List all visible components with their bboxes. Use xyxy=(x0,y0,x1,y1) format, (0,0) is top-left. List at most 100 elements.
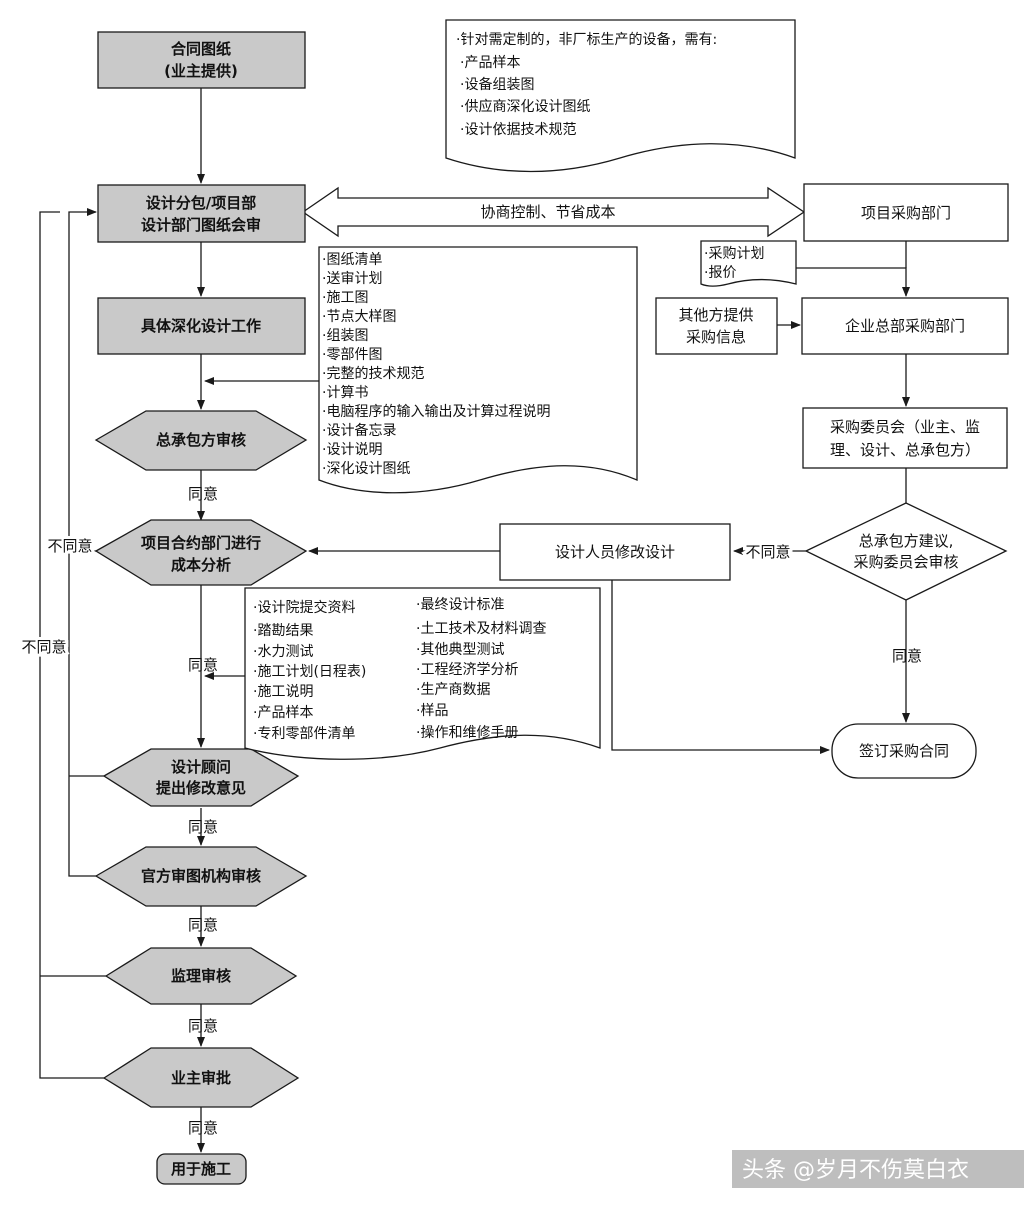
consultant-line2: 提出修改意见 xyxy=(156,779,246,797)
drawing-list-line-4: ·组装图 xyxy=(322,328,368,344)
custom-equipment-line-4: ·设计依据技术规范 xyxy=(460,121,576,138)
custom-equipment-line-3: ·供应商深化设计图纸 xyxy=(460,98,590,115)
note-drawing-list: ·图纸清单 ·送审计划 ·施工图 ·节点大样图 ·组装图 ·零部件图 ·完整的技… xyxy=(318,246,638,494)
project-procurement-label: 项目采购部门 xyxy=(861,204,951,222)
flow-labels: 同意 同意 同意 同意 同意 同意 同意 不同意 不同意 不同意 xyxy=(18,485,922,1137)
diamond-supervision: 监理审核 xyxy=(104,947,298,1005)
agree-label-2: 同意 xyxy=(188,656,218,674)
terminal-for-construction: 用于施工 xyxy=(156,1153,247,1185)
submittals-left-4: ·施工说明 xyxy=(253,684,313,700)
contract-drawings-line2: (业主提供) xyxy=(164,62,238,80)
official-review-label: 官方审图机构审核 xyxy=(141,867,261,885)
gc-review-label: 总承包方审核 xyxy=(156,431,246,449)
note-submittals: ·设计院提交资料 ·踏勘结果 ·水力测试 ·施工计划(日程表) ·施工说明 ·产… xyxy=(244,587,601,760)
agree-label-7: 同意 xyxy=(892,647,922,665)
supervision-label: 监理审核 xyxy=(171,967,231,985)
box-design-subcontract: 设计分包/项目部 设计部门图纸会审 xyxy=(97,184,306,243)
drawing-list-line-11: ·深化设计图纸 xyxy=(322,461,410,477)
loop-outer-to-subcontract xyxy=(39,211,104,1079)
watermark: 头条 @岁月不伤莫白衣 xyxy=(732,1150,1024,1188)
submittals-right-2: ·其他典型测试 xyxy=(416,642,504,658)
hq-procurement-label: 企业总部采购部门 xyxy=(845,317,965,335)
negotiation-label: 协商控制、节省成本 xyxy=(480,203,615,221)
disagree-label-3: 不同意 xyxy=(745,543,790,561)
negotiation-arrow: 协商控制、节省成本 xyxy=(301,186,806,238)
box-other-parties: 其他方提供 采购信息 xyxy=(655,297,778,355)
loop-inner-to-subcontract xyxy=(68,550,104,877)
note-custom-equipment: ·针对需定制的，非厂标生产的设备，需有: ·产品样本 ·设备组装图 ·供应商深化… xyxy=(445,19,796,173)
disagree-label-1: 不同意 xyxy=(47,537,92,555)
custom-equipment-line-1: ·产品样本 xyxy=(460,55,520,71)
drawing-list-line-6: ·完整的技术规范 xyxy=(322,365,424,382)
detailed-design-label: 具体深化设计工作 xyxy=(141,317,261,335)
drawing-list-line-0: ·图纸清单 xyxy=(322,252,382,268)
disagree-label-2: 不同意 xyxy=(21,638,66,656)
agree-label-3: 同意 xyxy=(188,818,218,836)
box-project-procurement: 项目采购部门 xyxy=(803,183,1009,242)
drawing-list-line-8: ·电脑程序的输入输出及计算过程说明 xyxy=(322,404,550,420)
submittals-right-5: ·样品 xyxy=(416,703,448,719)
diamond-gc-review: 总承包方审核 xyxy=(94,410,308,471)
for-construction-label: 用于施工 xyxy=(171,1160,231,1178)
submittals-left-6: ·专利零部件清单 xyxy=(253,726,355,742)
procurement-committee-line1: 采购委员会（业主、监 xyxy=(830,418,980,436)
submittals-left-2: ·水力测试 xyxy=(253,644,313,660)
box-designer-modify: 设计人员修改设计 xyxy=(499,523,731,581)
design-subcontract-line1: 设计分包/项目部 xyxy=(146,194,256,212)
box-procurement-committee: 采购委员会（业主、监 理、设计、总承包方） xyxy=(802,407,1008,469)
submittals-right-1: ·土工技术及材料调查 xyxy=(416,621,546,637)
watermark-text: 头条 @岁月不伤莫白衣 xyxy=(742,1158,969,1183)
terminal-sign-contract: 签订采购合同 xyxy=(831,723,977,779)
drawing-list-line-10: ·设计说明 xyxy=(322,442,382,458)
diamond-consultant: 设计顾问 提出修改意见 xyxy=(102,748,300,807)
gc-suggest-line2: 采购委员会审核 xyxy=(853,553,958,571)
sign-contract-label: 签订采购合同 xyxy=(859,742,949,760)
connectors xyxy=(39,88,910,1153)
consultant-line1: 设计顾问 xyxy=(171,758,231,776)
edge-modify-to-sign xyxy=(611,580,830,754)
procurement-plan-line-1: ·报价 xyxy=(704,265,736,281)
diamond-cost-analysis: 项目合约部门进行 成本分析 xyxy=(94,519,308,586)
other-parties-line2: 采购信息 xyxy=(686,328,746,346)
owner-approval-label: 业主审批 xyxy=(171,1069,231,1087)
box-detailed-design: 具体深化设计工作 xyxy=(97,297,306,355)
drawing-list-line-9: ·设计备忘录 xyxy=(322,422,396,439)
procurement-plan-line-0: ·采购计划 xyxy=(704,246,764,262)
agree-label-6: 同意 xyxy=(188,1119,218,1137)
submittals-left-1: ·踏勘结果 xyxy=(253,623,313,639)
diamond-gc-suggest: 总承包方建议, 采购委员会审核 xyxy=(804,502,1008,601)
submittals-left-0: ·设计院提交资料 xyxy=(253,599,355,616)
diamond-owner-approval: 业主审批 xyxy=(102,1047,300,1108)
other-parties-line1: 其他方提供 xyxy=(678,306,753,324)
box-hq-procurement: 企业总部采购部门 xyxy=(801,297,1009,355)
box-contract-drawings: 合同图纸 (业主提供) xyxy=(97,31,306,89)
procurement-committee-line2: 理、设计、总承包方） xyxy=(830,441,980,459)
loop-inner-head xyxy=(68,208,97,551)
edge-plan-to-hq xyxy=(796,267,910,297)
note-procurement-plan: ·采购计划 ·报价 xyxy=(700,240,797,287)
cost-analysis-line2: 成本分析 xyxy=(171,556,231,574)
cost-analysis-line1: 项目合约部门进行 xyxy=(141,534,261,552)
design-subcontract-line2: 设计部门图纸会审 xyxy=(141,216,261,234)
submittals-right-4: ·生产商数据 xyxy=(416,682,490,698)
submittals-left-3: ·施工计划(日程表) xyxy=(253,664,366,680)
diamond-official-review: 官方审图机构审核 xyxy=(94,846,308,907)
agree-label-5: 同意 xyxy=(188,1017,218,1035)
drawing-list-line-5: ·零部件图 xyxy=(322,347,382,363)
drawing-list-line-1: ·送审计划 xyxy=(322,271,382,287)
submittals-right-0: ·最终设计标准 xyxy=(416,597,504,613)
drawing-list-line-2: ·施工图 xyxy=(322,290,368,306)
agree-label-4: 同意 xyxy=(188,916,218,934)
drawing-list-line-7: ·计算书 xyxy=(322,385,368,401)
custom-equipment-line-0: ·针对需定制的，非厂标生产的设备，需有: xyxy=(456,31,717,48)
agree-label-1: 同意 xyxy=(188,485,218,503)
gc-suggest-line1: 总承包方建议, xyxy=(859,532,954,550)
custom-equipment-line-2: ·设备组装图 xyxy=(460,76,534,93)
submittals-left-5: ·产品样本 xyxy=(253,705,313,721)
drawing-list-line-3: ·节点大样图 xyxy=(322,309,396,325)
submittals-right-3: ·工程经济学分析 xyxy=(416,662,518,678)
submittals-right-6: ·操作和维修手册 xyxy=(416,725,518,741)
designer-modify-label: 设计人员修改设计 xyxy=(555,543,675,561)
contract-drawings-line1: 合同图纸 xyxy=(170,40,231,58)
